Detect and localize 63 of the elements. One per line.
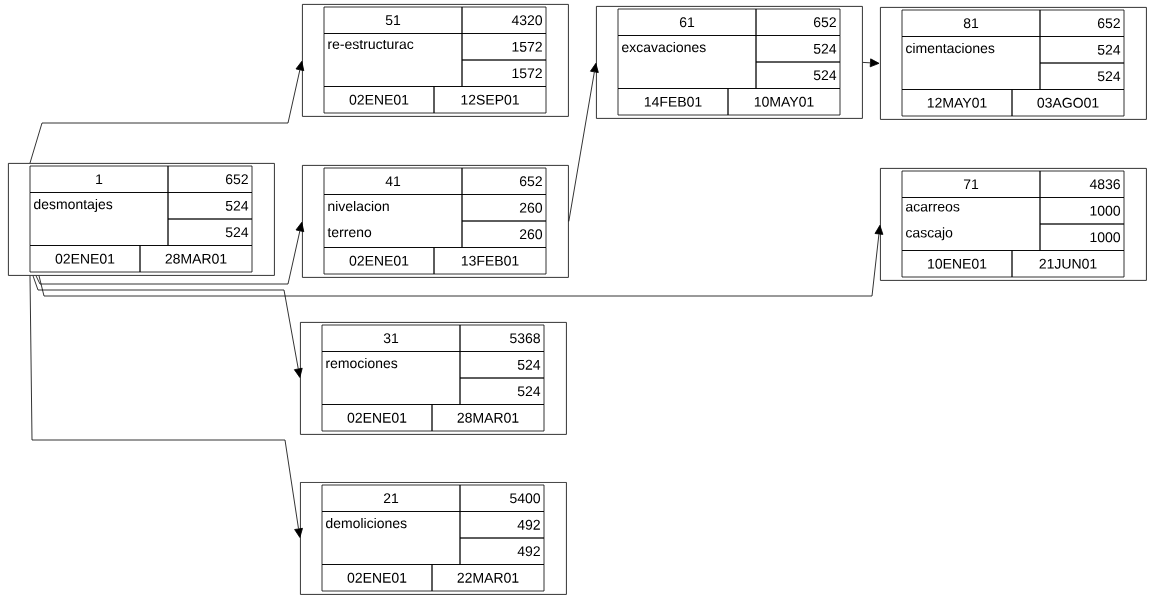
value-cell: 524 — [1039, 62, 1125, 90]
value-cell: 260 — [461, 220, 547, 248]
value-cell: 524 — [459, 351, 545, 379]
end-date: 21JUN01 — [1011, 250, 1125, 278]
activity-number: 51 — [323, 6, 463, 34]
end-date: 12SEP01 — [433, 86, 547, 114]
end-date: 10MAY01 — [727, 88, 841, 116]
end-date: 03AGO01 — [1011, 89, 1125, 117]
start-date: 02ENE01 — [29, 245, 141, 273]
value-cell: 652 — [1039, 9, 1125, 37]
arrow — [568, 62, 599, 222]
value-cell: 652 — [755, 8, 841, 36]
value-cell: 524 — [755, 35, 841, 63]
end-date: 13FEB01 — [433, 247, 547, 275]
start-date: 02ENE01 — [323, 247, 435, 275]
value-cell: 492 — [459, 511, 545, 539]
activity-name: remociones — [321, 351, 461, 405]
value-cell: 1000 — [1039, 223, 1125, 251]
activity-number: 21 — [321, 484, 461, 512]
arrow — [38, 224, 884, 297]
value-cell: 524 — [755, 61, 841, 89]
start-date: 14FEB01 — [617, 88, 729, 116]
value-cell: 5368 — [459, 324, 545, 352]
value-cell: 524 — [459, 377, 545, 405]
activity-name: desmontajes — [29, 192, 169, 246]
activity-number: 1 — [29, 165, 169, 193]
activity-name: demoliciones — [321, 511, 461, 565]
value-cell: 652 — [167, 165, 253, 193]
activity-name: re-estructurac — [323, 33, 463, 87]
end-date: 28MAR01 — [431, 404, 545, 432]
start-date: 12MAY01 — [901, 89, 1013, 117]
activity-number: 81 — [901, 9, 1041, 37]
end-date: 28MAR01 — [139, 245, 253, 273]
start-date: 02ENE01 — [321, 564, 433, 592]
start-date: 02ENE01 — [323, 86, 435, 114]
arrow — [862, 58, 880, 68]
value-cell: 652 — [461, 167, 547, 195]
activity-name: nivelacion terreno — [323, 194, 463, 248]
value-cell: 1572 — [461, 33, 547, 61]
value-cell: 524 — [1039, 36, 1125, 64]
activity-name: cimentaciones — [901, 36, 1041, 90]
activity-number: 71 — [901, 170, 1041, 198]
activity-number: 41 — [323, 167, 463, 195]
value-cell: 1572 — [461, 59, 547, 87]
activity-name: excavaciones — [617, 35, 757, 89]
activity-number: 31 — [321, 324, 461, 352]
value-cell: 5400 — [459, 484, 545, 512]
value-cell: 260 — [461, 194, 547, 222]
end-date: 22MAR01 — [431, 564, 545, 592]
activity-number: 61 — [617, 8, 757, 36]
value-cell: 1000 — [1039, 197, 1125, 225]
arrow — [32, 275, 303, 378]
start-date: 02ENE01 — [321, 404, 433, 432]
value-cell: 4320 — [461, 6, 547, 34]
value-cell: 524 — [167, 218, 253, 246]
arrow — [29, 275, 303, 538]
value-cell: 524 — [167, 192, 253, 220]
value-cell: 4836 — [1039, 170, 1125, 198]
arrow — [35, 221, 305, 285]
arrow — [29, 60, 305, 164]
value-cell: 492 — [459, 537, 545, 565]
activity-name: acarreos cascajo — [901, 197, 1041, 251]
start-date: 10ENE01 — [901, 250, 1013, 278]
